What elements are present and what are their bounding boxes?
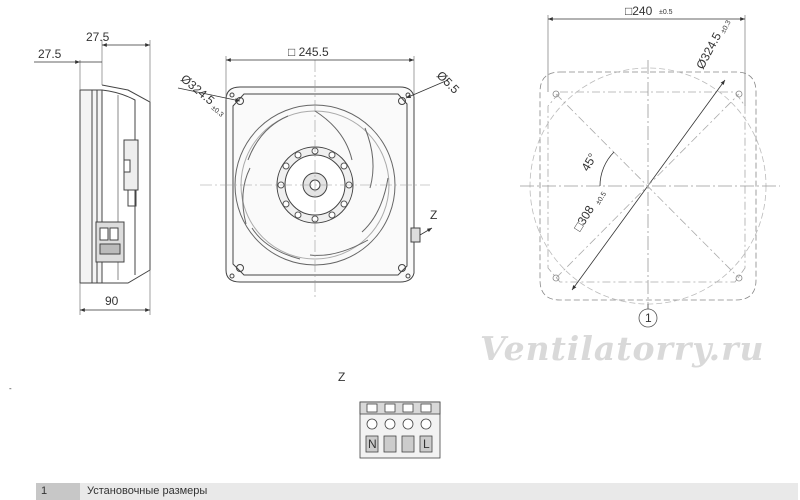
watermark-text: Ventilatorry.ru xyxy=(480,329,765,368)
dim-mount-diameter: Ø324.5 xyxy=(693,30,724,72)
terminal-block xyxy=(359,401,441,459)
view-z-marker: Z xyxy=(430,208,437,222)
dim-side-top: 27.5 xyxy=(86,30,110,44)
stray-mark: - xyxy=(9,384,12,393)
dim-mount-width-tolerance: ±0.5 xyxy=(659,9,673,16)
dim-mount-diagonal-tolerance: ±0.5 xyxy=(595,191,608,206)
mounting-view xyxy=(520,15,780,328)
legend-row: 1 Установочные размеры xyxy=(36,483,798,500)
terminal-label-l: L xyxy=(423,437,430,451)
legend-description: Установочные размеры xyxy=(80,483,798,500)
front-view xyxy=(177,56,449,300)
dim-side-left: 27.5 xyxy=(38,47,62,61)
dim-front-diameter: Ø324.5 xyxy=(178,72,217,108)
dim-mount-width: □240 xyxy=(625,4,653,18)
dim-front-diameter-tolerance: ±0.3 xyxy=(210,105,225,119)
dim-side-bottom: 90 xyxy=(105,294,119,308)
dim-mount-diagonal: □308 xyxy=(571,203,597,234)
dim-mount-diameter-tolerance: ±0.3 xyxy=(720,19,733,34)
dim-front-width: □ 245.5 xyxy=(288,45,329,59)
callout-number-1: 1 xyxy=(645,311,652,325)
terminal-label-n: N xyxy=(368,437,377,451)
dim-mount-angle: 45° xyxy=(578,151,599,174)
legend-number: 1 xyxy=(36,483,80,500)
side-view xyxy=(34,40,151,315)
terminal-view-title: Z xyxy=(338,370,345,384)
dim-front-hole: Ø5.5 xyxy=(434,68,463,97)
